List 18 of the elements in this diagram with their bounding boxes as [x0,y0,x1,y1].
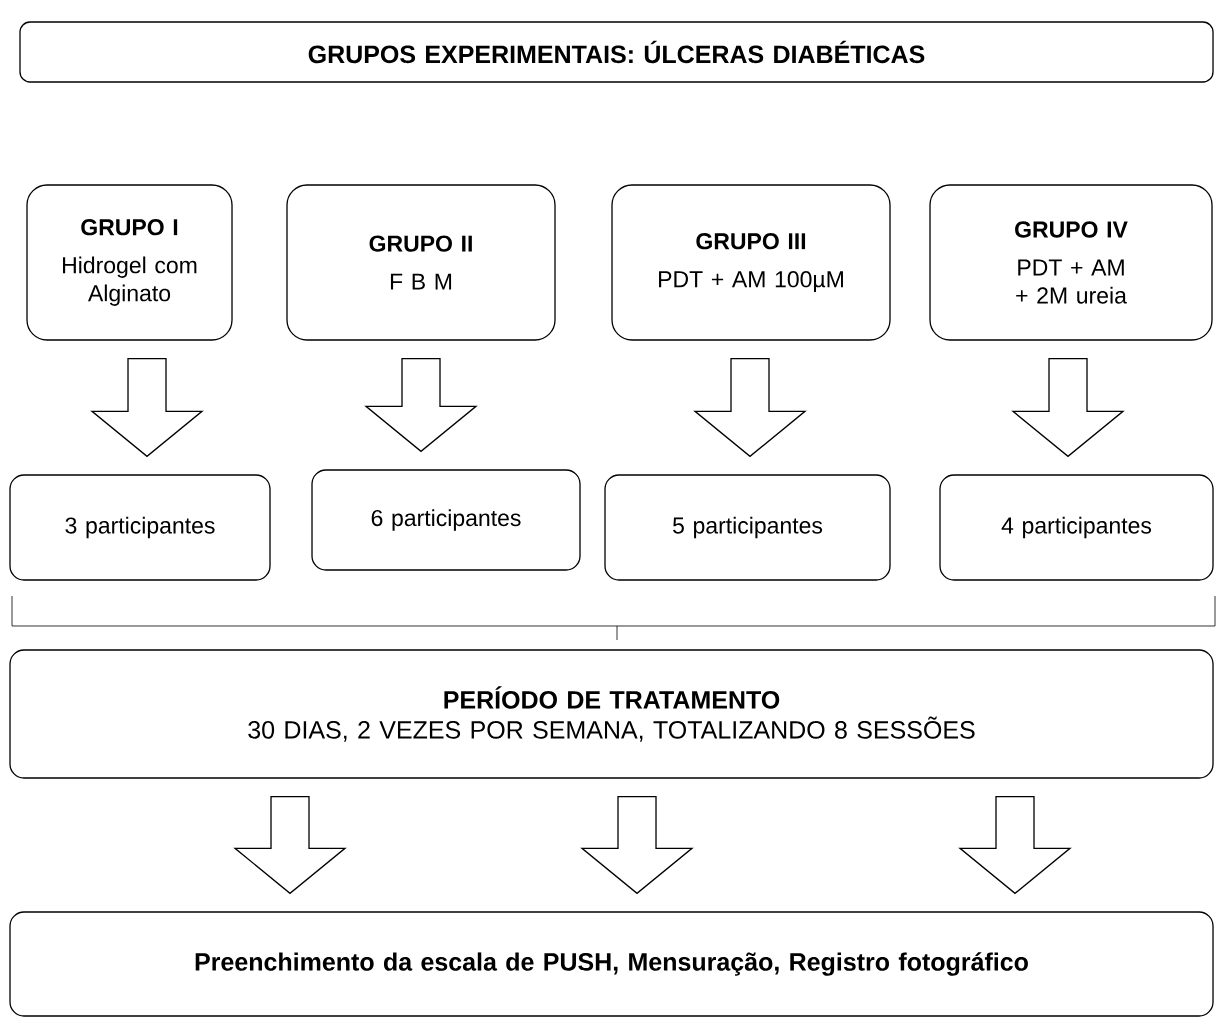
title-box: GRUPOS EXPERIMENTAIS: ÚLCERAS DIABÉTICAS [19,21,1214,83]
process-box: GRUPO III PDT + AM 100µM [611,184,891,341]
process-box: 4 participantes [939,474,1214,581]
process-box: 5 participantes [604,474,891,581]
block-arrow [364,358,478,453]
block-arrow [693,358,807,458]
process-box: Preenchimento da escala de PUSH, Mensuração, Registro fotográfico [9,911,1214,1017]
process-box: GRUPO I Hidrogel com Alginato [26,184,233,341]
block-arrow [958,796,1072,895]
block-arrow [90,358,204,458]
block-arrow [1011,358,1125,458]
process-box: GRUPO IV PDT + AM + 2M ureia [929,184,1213,341]
process-box: GRUPO II F B M [286,184,556,341]
block-arrow [580,796,694,895]
block-arrow [233,796,347,895]
process-box: 6 participantes [311,469,581,571]
process-box: PERÍODO DE TRATAMENTO 30 DIAS, 2 VEZES POR SEMANA, TOTALIZANDO 8 SESSÕES [9,649,1214,779]
process-box: 3 participantes [9,474,271,581]
